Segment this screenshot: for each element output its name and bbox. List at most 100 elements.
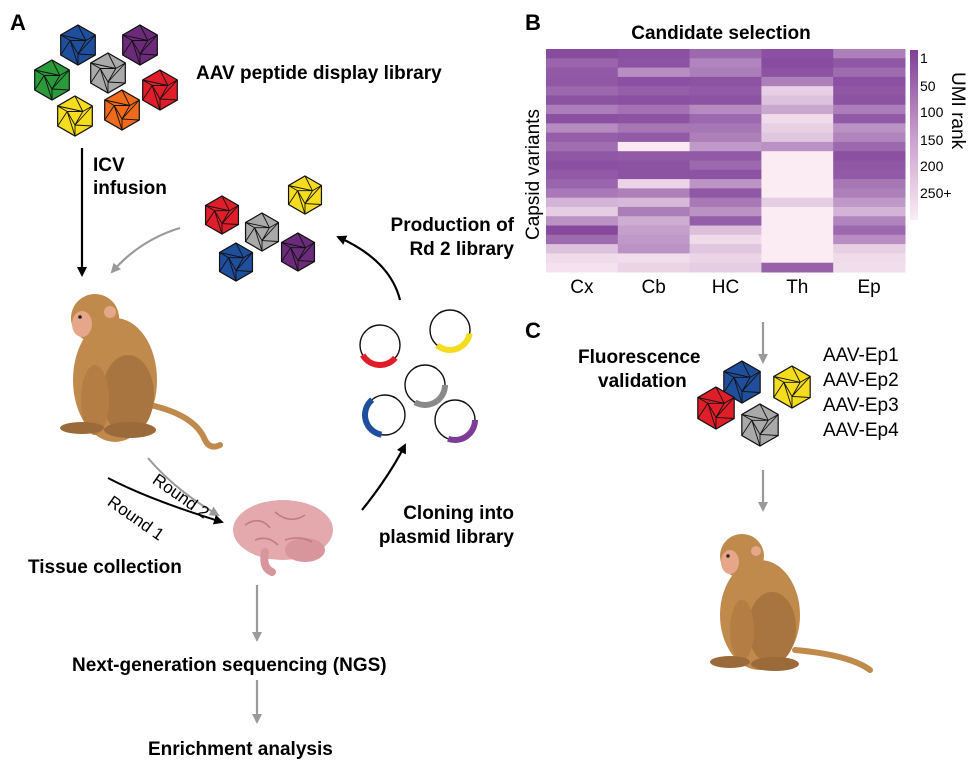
heatmap-cell	[833, 160, 906, 171]
capsid-gray-icon	[90, 52, 126, 94]
capsid-gray-icon	[244, 212, 280, 252]
capsid-red-icon	[142, 69, 178, 111]
heatmap-cell	[761, 104, 834, 115]
capsid-blue-icon	[723, 360, 761, 404]
heatmap-cell	[617, 104, 691, 115]
cloning-label-line1: Cloning into	[403, 503, 514, 524]
capsid-purple-icon	[280, 232, 316, 272]
heatmap-cell	[761, 141, 834, 152]
variant-ep4: AAV-Ep4	[823, 420, 899, 441]
plasmid-icon	[429, 309, 473, 353]
heatmap-cell	[689, 225, 762, 236]
capsid-blue-icon	[218, 242, 254, 282]
heatmap-x-label: Ep	[857, 277, 881, 298]
heatmap-cell	[546, 160, 619, 171]
heatmap-cell	[761, 253, 834, 264]
heatmap-cell	[546, 123, 619, 134]
capsid-library-icons	[34, 24, 178, 137]
heatmap-cell	[761, 262, 834, 273]
heatmap-cell	[546, 132, 619, 143]
heatmap-cell	[761, 76, 834, 87]
heatmap-cell	[546, 76, 619, 87]
heatmap-cell	[689, 76, 762, 87]
heatmap-cell	[617, 197, 691, 208]
heatmap-cell	[546, 67, 619, 78]
heatmap-cell	[617, 95, 691, 106]
fluorescence-label-line2: validation	[598, 371, 687, 392]
heatmap-cell	[833, 49, 906, 59]
cloning-arrow	[361, 443, 406, 511]
heatmap-cell	[689, 206, 762, 217]
enrichment-label: Enrichment analysis	[148, 739, 333, 760]
plasmid-icon	[362, 394, 406, 438]
heatmap-cell	[689, 262, 762, 273]
heatmap-cell	[546, 49, 619, 59]
heatmap-cell	[617, 76, 691, 87]
heatmap-cell	[617, 234, 691, 245]
heatmap-cell	[617, 262, 691, 273]
ngs-label: Next-generation sequencing (NGS)	[72, 655, 387, 676]
heatmap-cell	[833, 216, 906, 227]
heatmap-cell	[617, 244, 691, 254]
heatmap-cell	[761, 169, 834, 180]
production-label-line1: Production of	[390, 215, 514, 236]
capsid-orange-icon	[104, 89, 140, 131]
heatmap-cell	[833, 244, 906, 254]
heatmap-cell	[761, 95, 834, 106]
heatmap-cell	[761, 49, 834, 59]
heatmap-cell	[617, 253, 691, 264]
heatmap-cell	[689, 244, 762, 254]
heatmap-cell	[546, 151, 619, 161]
production-label-line2: Rd 2 library	[409, 239, 514, 260]
heatmap-cell	[617, 169, 691, 180]
colorbar-tick-label: 100	[920, 104, 944, 120]
heatmap-x-label: Cx	[570, 277, 594, 298]
heatmap-cell	[833, 179, 906, 189]
heatmap-cell	[833, 225, 906, 236]
heatmap-cell	[689, 49, 762, 59]
plasmid-icon	[434, 399, 478, 443]
heatmap-cell	[761, 234, 834, 245]
heatmap-cell	[833, 262, 906, 273]
heatmap-cell	[546, 197, 619, 208]
heatmap-cell	[689, 132, 762, 143]
capsid-yellow-icon	[773, 365, 811, 409]
heatmap-cell	[546, 58, 619, 69]
heatmap-cell	[689, 86, 762, 96]
heatmap-cell	[833, 86, 906, 96]
heatmap-cell	[833, 76, 906, 87]
heatmap-cell	[617, 132, 691, 143]
heatmap-cell	[617, 216, 691, 227]
heatmap-cell	[546, 206, 619, 217]
round2-capsid-icons	[204, 175, 323, 282]
heatmap-cell	[689, 114, 762, 124]
heatmap-x-label: Th	[786, 277, 809, 298]
heatmap-cell	[761, 58, 834, 69]
heatmap-cell	[761, 160, 834, 171]
heatmap-cell	[689, 169, 762, 180]
heatmap-cell	[833, 67, 906, 78]
capsid-green-icon	[34, 59, 70, 101]
heatmap-cell	[546, 141, 619, 152]
heatmap-x-label: Cb	[641, 277, 666, 298]
heatmap-cell	[617, 151, 691, 161]
heatmap-cell	[833, 206, 906, 217]
heatmap-cell	[689, 104, 762, 115]
capsid-yellow-icon	[57, 95, 93, 137]
heatmap-cell	[617, 160, 691, 171]
heatmap-cell	[761, 114, 834, 124]
heatmap-cell	[617, 67, 691, 78]
production-arrow	[336, 235, 402, 301]
round2-arrow	[147, 457, 220, 517]
heatmap-cell	[833, 197, 906, 208]
heatmap-x-label: HC	[711, 277, 740, 298]
capsid-blue-icon	[60, 24, 96, 66]
colorbar-tick-label: 250+	[920, 185, 952, 201]
heatmap-cell	[546, 244, 619, 254]
capsid-purple-icon	[122, 24, 158, 66]
variant-ep3: AAV-Ep3	[823, 395, 899, 416]
variant-ep2: AAV-Ep2	[823, 370, 899, 391]
heatmap-cell	[761, 188, 834, 199]
capsid-yellow-icon	[287, 175, 323, 215]
heatmap-cell	[617, 114, 691, 124]
